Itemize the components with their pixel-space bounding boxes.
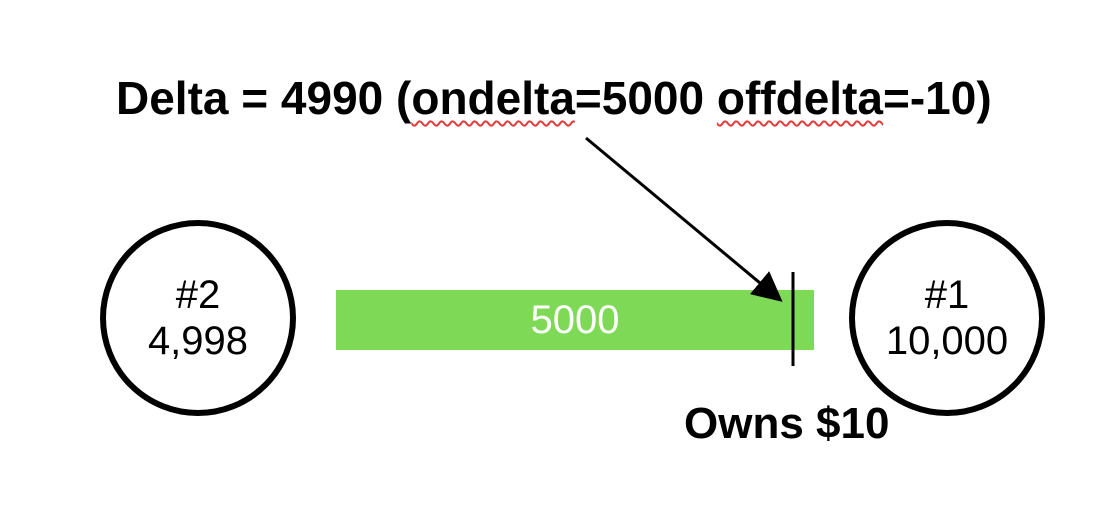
- pointer-arrow: [585, 136, 783, 302]
- channel-bar: 5000: [336, 290, 814, 350]
- node-1-id: #1: [924, 273, 970, 317]
- title-prefix: Delta = 4990 (: [116, 72, 412, 124]
- title-ondelta-value: =5000: [574, 72, 717, 124]
- delta-title: Delta = 4990 (ondelta=5000 offdelta=-10): [116, 70, 992, 126]
- node-2-id: #2: [175, 273, 221, 317]
- channel-value: 5000: [530, 298, 620, 342]
- node-1: #1 10,000: [849, 220, 1045, 416]
- title-offdelta-key: offdelta: [716, 72, 883, 124]
- node-2-balance: 4,998: [147, 319, 249, 363]
- title-ondelta-key: ondelta: [411, 72, 575, 124]
- node-2: #2 4,998: [100, 220, 296, 416]
- owns-label: Owns $10: [684, 399, 890, 448]
- node-1-balance: 10,000: [885, 319, 1009, 363]
- title-offdelta-value: =-10): [883, 72, 992, 124]
